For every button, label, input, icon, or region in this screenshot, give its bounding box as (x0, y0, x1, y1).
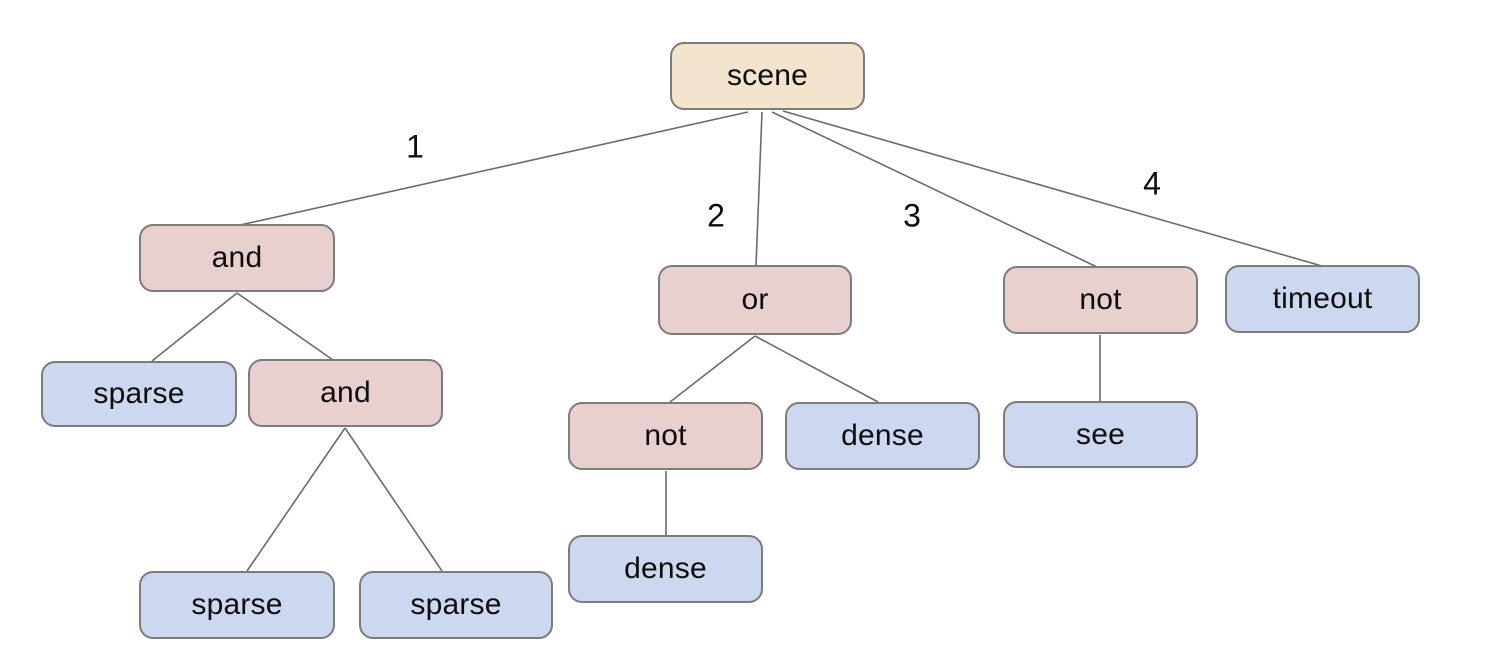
edge-scene-or (755, 111, 763, 267)
edge-scene-and (239, 111, 749, 226)
edge-and-sparse (151, 292, 238, 362)
edge-or-not (669, 335, 756, 403)
node-dense-under-not: dense (568, 535, 763, 603)
edge-label-4: 4 (1143, 165, 1161, 202)
edge-and2-sparse-left (246, 427, 346, 572)
node-and-level2: and (248, 359, 443, 427)
edge-scene-timeout (782, 110, 1323, 267)
node-dense-under-or: dense (785, 402, 980, 470)
edge-label-2: 2 (707, 197, 725, 234)
edge-and2-sparse-right (344, 427, 443, 572)
node-sparse-right: sparse (359, 571, 553, 639)
node-sparse-level2: sparse (41, 361, 237, 427)
edge-and-and (236, 292, 334, 361)
node-not-level1: not (1003, 266, 1198, 334)
node-or: or (658, 265, 852, 335)
node-not-under-or: not (568, 402, 763, 470)
edge-scene-not (771, 111, 1098, 268)
node-sparse-left: sparse (139, 571, 335, 639)
node-see: see (1003, 401, 1198, 468)
node-timeout: timeout (1225, 265, 1420, 333)
edge-label-3: 3 (903, 197, 921, 234)
node-scene: scene (670, 42, 865, 110)
edge-or-dense (754, 335, 879, 403)
node-and-level1: and (139, 224, 335, 292)
edge-label-1: 1 (406, 128, 424, 165)
